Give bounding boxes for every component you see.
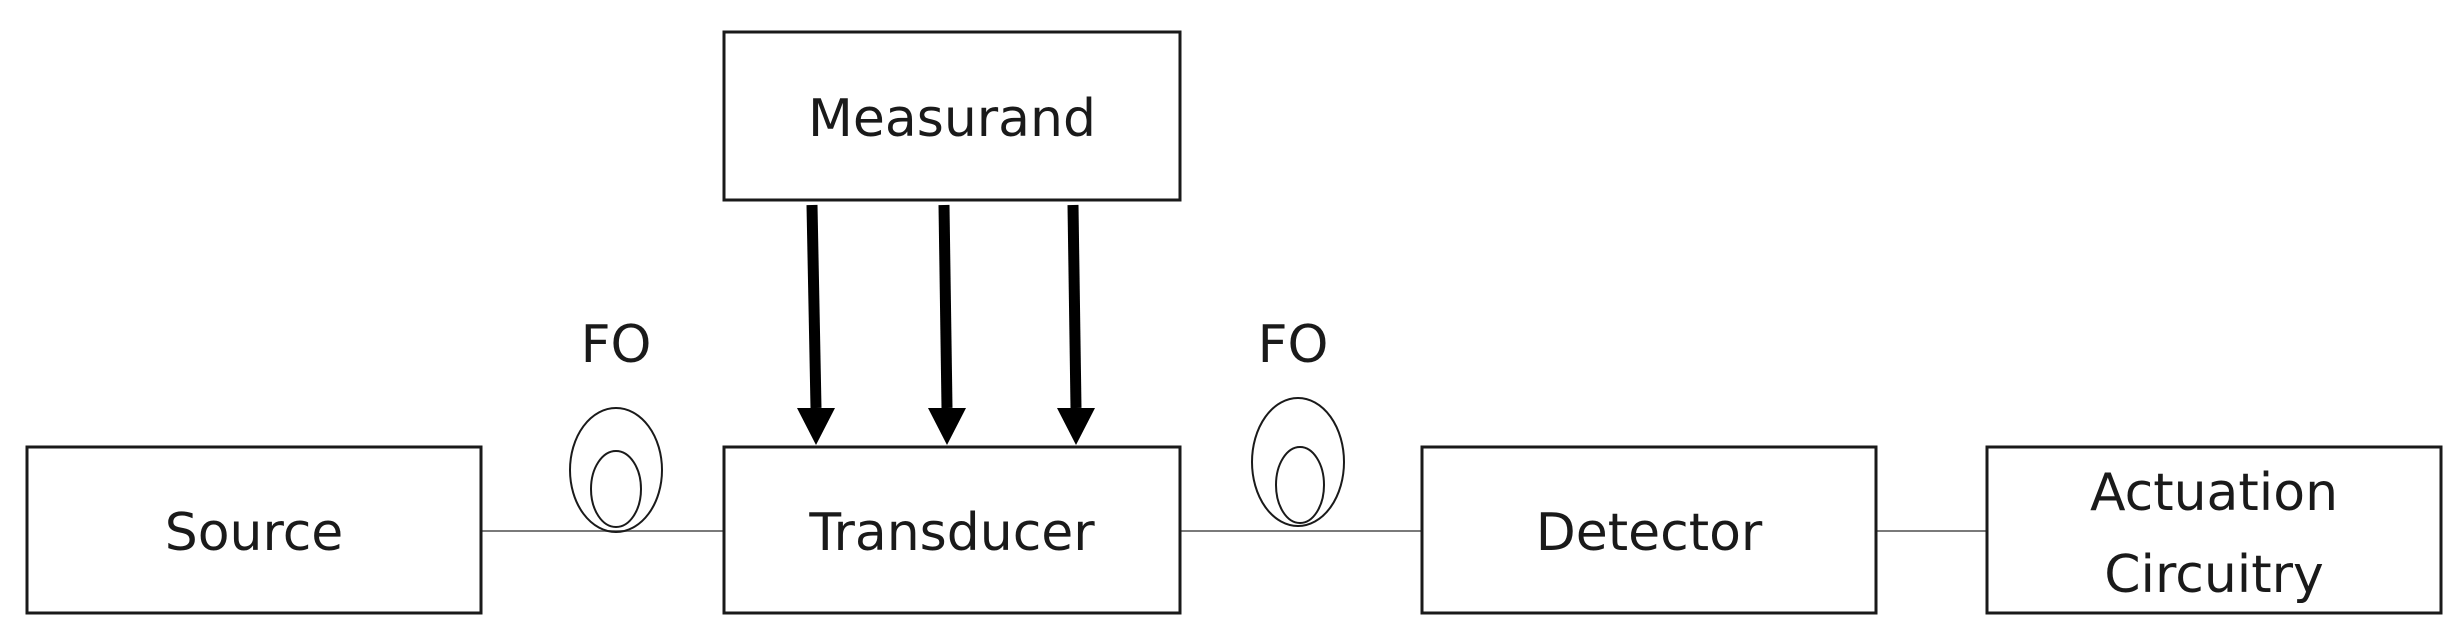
measurand-arrow-2 [928, 204, 966, 445]
measurand-label: Measurand [808, 89, 1096, 149]
actuation-label-line1: Actuation [2090, 463, 2338, 523]
fiber-label-right: FO [1258, 315, 1329, 375]
actuation-label-line2: Circuitry [2104, 545, 2324, 605]
actuation-circuitry-block [1985, 445, 2443, 615]
detector-label: Detector [1536, 503, 1763, 563]
fiber-coil-right-icon [1251, 397, 1345, 527]
measurand-block [722, 30, 1182, 202]
fiber-coil-left-icon [569, 407, 663, 533]
measurand-arrow-1 [797, 204, 835, 445]
detector-block [1420, 445, 1878, 615]
transducer-label: Transducer [808, 503, 1095, 563]
source-label: Source [165, 503, 344, 563]
fiber-label-left: FO [581, 315, 652, 375]
source-block [25, 445, 483, 615]
transducer-block [722, 445, 1182, 615]
measurand-arrow-3 [1057, 204, 1095, 445]
